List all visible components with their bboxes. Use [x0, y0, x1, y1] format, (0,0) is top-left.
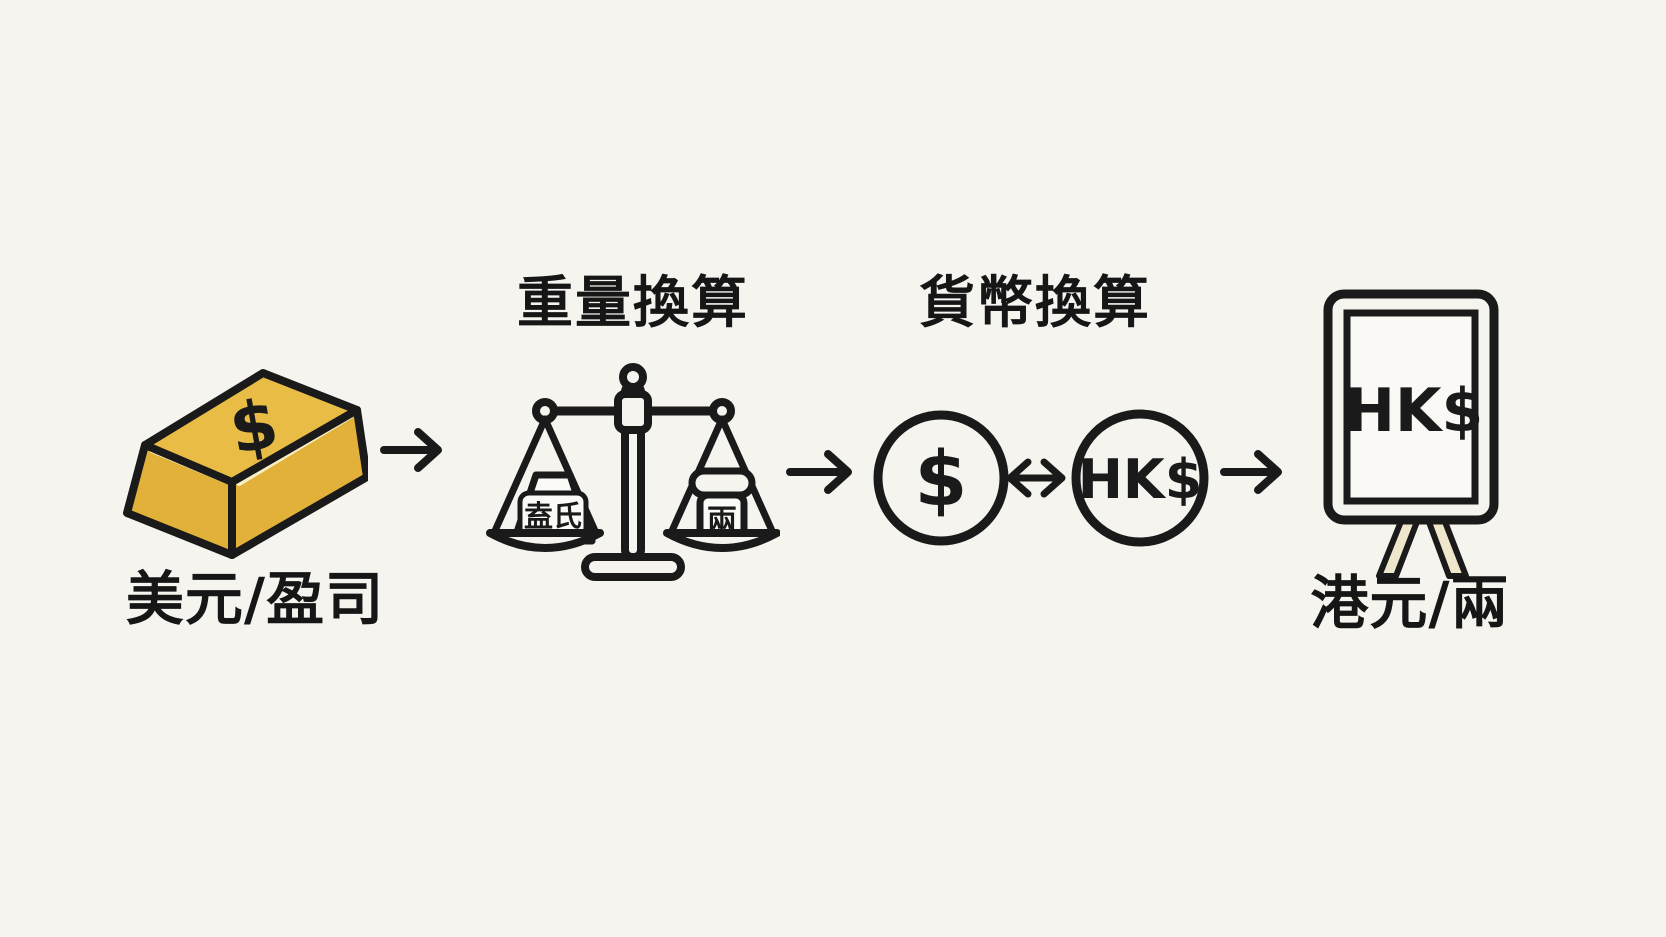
gold-bar-top-face [145, 373, 357, 482]
gold-bar-inner-edges [141, 406, 361, 559]
scale-left-weight: 盍氏 [510, 471, 596, 545]
gold-bar-icon: $ [123, 369, 368, 559]
arrow-right-icon [786, 450, 852, 494]
hkd-coin-icon: HK$ [1071, 409, 1209, 547]
arrow-right-icon [1220, 450, 1282, 494]
board-price-text: HK$ [1345, 376, 1483, 446]
swap-arrows-icon [1006, 458, 1066, 498]
currency-step-title: 貨幣換算 [919, 271, 1151, 336]
result-caption: 港元/兩 [1310, 569, 1510, 637]
balance-scale-icon: 盍氏 兩 [486, 363, 780, 581]
scale-right-pan [663, 529, 780, 552]
scale-hub [614, 390, 652, 434]
source-caption: 美元/盈司 [125, 565, 385, 633]
weight-step-title: 重量換算 [517, 271, 749, 336]
gold-bar-right-face [232, 410, 367, 555]
scale-top-knob [619, 363, 647, 391]
arrow-right-icon [380, 428, 442, 472]
price-board-icon: HK$ [1323, 289, 1499, 579]
scale-left-pan [486, 529, 604, 552]
scale-base [581, 553, 685, 581]
usd-symbol: $ [915, 434, 968, 523]
board-inner-panel [1343, 309, 1479, 505]
left-weight-label: 盍氏 [524, 499, 582, 533]
hkd-symbol: HK$ [1078, 448, 1203, 511]
usd-coin-icon: $ [873, 410, 1009, 546]
gold-bar-outline [123, 369, 368, 559]
